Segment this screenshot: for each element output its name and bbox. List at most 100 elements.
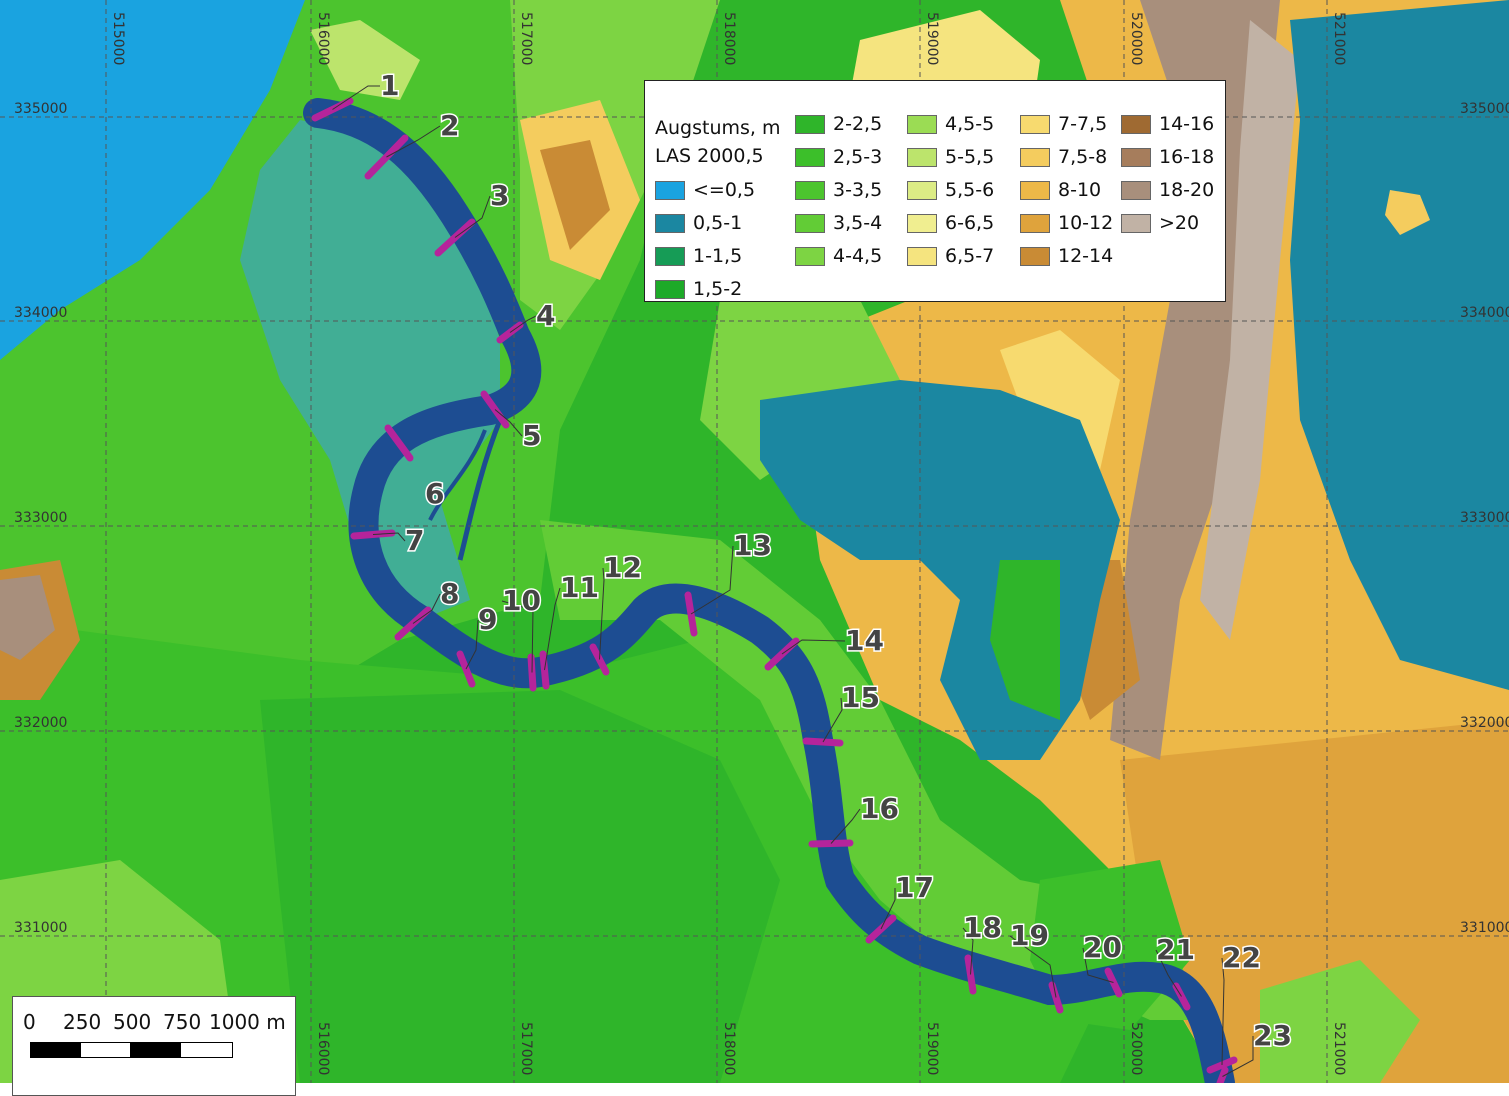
legend-label: 16-18 xyxy=(1159,146,1215,168)
northing-label: 334000 xyxy=(1460,305,1509,321)
northing-label: 335000 xyxy=(14,101,67,117)
cross-section-label: 2 xyxy=(440,109,459,142)
label-leader xyxy=(822,697,843,743)
cross-section-label: 5 xyxy=(522,419,541,452)
cross-section-label: 4 xyxy=(536,299,555,332)
cross-section-label: 13 xyxy=(733,529,772,562)
northing-label: 333000 xyxy=(1460,510,1509,526)
scale-segment xyxy=(180,1042,233,1058)
easting-label: 520000 xyxy=(1128,1022,1144,1075)
cross-section-label: 16 xyxy=(860,792,899,825)
cross-section-label: 15 xyxy=(841,681,880,714)
legend-label: 0,5-1 xyxy=(693,212,743,234)
legend-item: <=0,5 xyxy=(655,178,755,202)
label-leader xyxy=(465,619,479,670)
legend-item: 12-14 xyxy=(1020,244,1113,268)
cross-section-line xyxy=(384,424,414,462)
label-leader xyxy=(544,587,561,671)
cross-section-label: 8 xyxy=(440,577,459,610)
legend-item: 3-3,5 xyxy=(795,178,882,202)
legend-label: 7,5-8 xyxy=(1058,146,1108,168)
legend-label: 6,5-7 xyxy=(945,245,995,267)
easting-label: 516000 xyxy=(315,1022,331,1075)
legend-subtitle: LAS 2000,5 xyxy=(655,145,764,167)
scale-label: 0 xyxy=(23,1010,36,1034)
easting-label: 518000 xyxy=(721,1022,737,1075)
legend-label: 4-4,5 xyxy=(833,245,883,267)
cross-section-label: 19 xyxy=(1010,919,1049,952)
label-leader xyxy=(1222,1036,1254,1077)
label-leader xyxy=(1082,947,1114,983)
legend-swatch xyxy=(907,180,937,200)
easting-label: 520000 xyxy=(1128,12,1144,65)
legend-item: 5,5-6 xyxy=(907,178,994,202)
legend-label: 2,5-3 xyxy=(833,146,883,168)
legend-label: 1,5-2 xyxy=(693,278,743,300)
legend-swatch xyxy=(1121,213,1151,233)
easting-label: 517000 xyxy=(518,1022,534,1075)
cross-section-label: 7 xyxy=(405,524,424,557)
legend-item: >20 xyxy=(1121,211,1199,235)
legend-item: 7-7,5 xyxy=(1020,112,1107,136)
legend-item: 14-16 xyxy=(1121,112,1214,136)
legend-label: 12-14 xyxy=(1058,245,1114,267)
easting-label: 521000 xyxy=(1331,12,1347,65)
legend-swatch xyxy=(795,114,825,134)
legend-label: 3,5-4 xyxy=(833,212,883,234)
label-leader xyxy=(1009,935,1057,998)
legend-item: 18-20 xyxy=(1121,178,1214,202)
legend-swatch xyxy=(907,147,937,167)
cross-section-label: 17 xyxy=(895,871,934,904)
label-leader xyxy=(962,927,974,975)
legend-item: 2,5-3 xyxy=(795,145,882,169)
legend-swatch xyxy=(655,213,685,233)
legend-swatch xyxy=(1121,147,1151,167)
legend-item: 16-18 xyxy=(1121,145,1214,169)
legend-label: 6-6,5 xyxy=(945,212,995,234)
label-leader xyxy=(599,567,605,660)
legend-item: 8-10 xyxy=(1020,178,1101,202)
legend-swatch xyxy=(1121,180,1151,200)
legend-swatch xyxy=(655,279,685,299)
label-leader xyxy=(386,125,441,158)
label-leader xyxy=(494,409,523,437)
legend-label: <=0,5 xyxy=(693,179,756,201)
legend-item: 3,5-4 xyxy=(795,211,882,235)
label-leader xyxy=(1221,957,1225,1066)
label-leader xyxy=(509,315,537,333)
legend-item: 6-6,5 xyxy=(907,211,994,235)
legend-label: 3-3,5 xyxy=(833,179,883,201)
northing-label: 331000 xyxy=(14,920,67,936)
easting-label: 517000 xyxy=(518,12,534,65)
legend-label: 4,5-5 xyxy=(945,113,995,135)
legend-label: 7-7,5 xyxy=(1058,113,1108,135)
legend-label: 8-10 xyxy=(1058,179,1102,201)
cross-section-label: 12 xyxy=(603,551,642,584)
legend-label: 1-1,5 xyxy=(693,245,743,267)
legend-swatch xyxy=(907,114,937,134)
northing-label: 332000 xyxy=(1460,715,1509,731)
label-leader xyxy=(454,195,491,238)
easting-label: 518000 xyxy=(721,12,737,65)
legend-swatch xyxy=(1121,114,1151,134)
label-leader xyxy=(1155,949,1182,997)
legend-item: 4,5-5 xyxy=(907,112,994,136)
cross-section-label: 14 xyxy=(845,624,884,657)
legend-swatch xyxy=(907,213,937,233)
scale-label: 1000 m xyxy=(209,1010,286,1034)
cross-section-label: 20 xyxy=(1083,931,1122,964)
legend-label: 14-16 xyxy=(1159,113,1215,135)
scale-label: 750 xyxy=(163,1010,202,1034)
cross-section-label: 21 xyxy=(1156,933,1195,966)
legend-item: 0,5-1 xyxy=(655,211,742,235)
northing-label: 334000 xyxy=(14,305,67,321)
cross-section-label: 1 xyxy=(380,69,399,102)
legend-swatch xyxy=(1020,147,1050,167)
legend-item: 6,5-7 xyxy=(907,244,994,268)
label-leader xyxy=(501,600,534,673)
label-leader xyxy=(830,808,861,844)
cross-section-label: 23 xyxy=(1253,1019,1292,1052)
easting-label: 519000 xyxy=(924,12,940,65)
